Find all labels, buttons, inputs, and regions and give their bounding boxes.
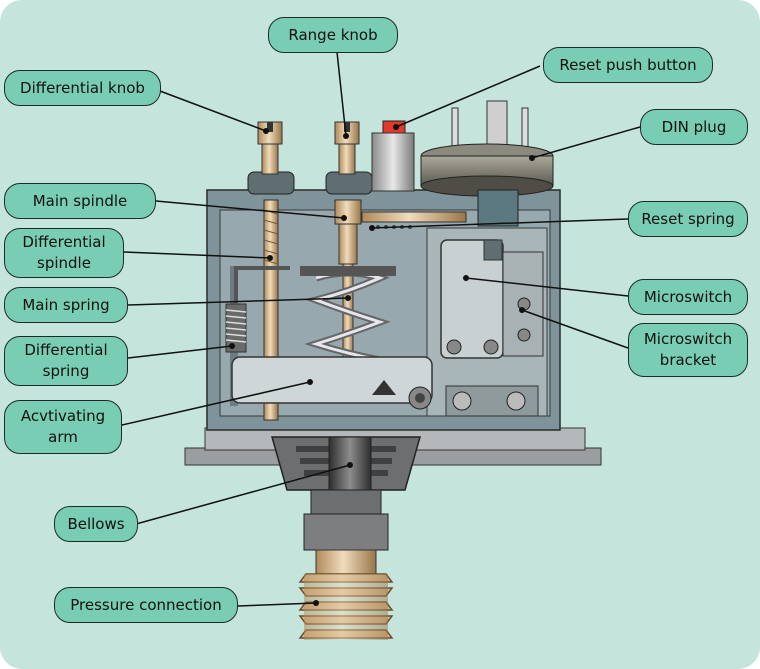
din-plug — [420, 100, 554, 227]
neck — [303, 489, 389, 551]
label-activating-arm: Acvtivating arm — [4, 400, 122, 454]
leader-dots — [229, 124, 535, 606]
pressure-connection — [298, 549, 394, 640]
leader-lines — [121, 51, 641, 607]
label-differential-spindle: Differential spindle — [4, 228, 124, 278]
label-bellows: Bellows — [54, 506, 138, 542]
activating-arm — [231, 356, 433, 410]
differential-spring — [225, 266, 290, 353]
label-microswitch-bracket: Microswitch bracket — [628, 323, 748, 377]
spring-seat — [300, 266, 396, 276]
label-main-spring: Main spring — [4, 287, 128, 323]
label-pressure-connection: Pressure connection — [54, 587, 238, 623]
reset-push-button — [371, 120, 415, 192]
label-main-spindle: Main spindle — [4, 183, 156, 219]
label-reset-spring: Reset spring — [628, 201, 748, 237]
bellows-housing — [271, 436, 421, 492]
label-reset-push-button: Reset push button — [543, 47, 713, 83]
label-range-knob: Range knob — [268, 17, 398, 53]
label-differential-knob: Differential knob — [4, 70, 161, 106]
microswitch-bracket — [445, 251, 544, 417]
label-microswitch: Microswitch — [628, 279, 748, 315]
label-din-plug: DIN plug — [640, 109, 748, 145]
microswitch — [440, 239, 504, 359]
label-differential-spring: Differential spring — [4, 336, 128, 386]
